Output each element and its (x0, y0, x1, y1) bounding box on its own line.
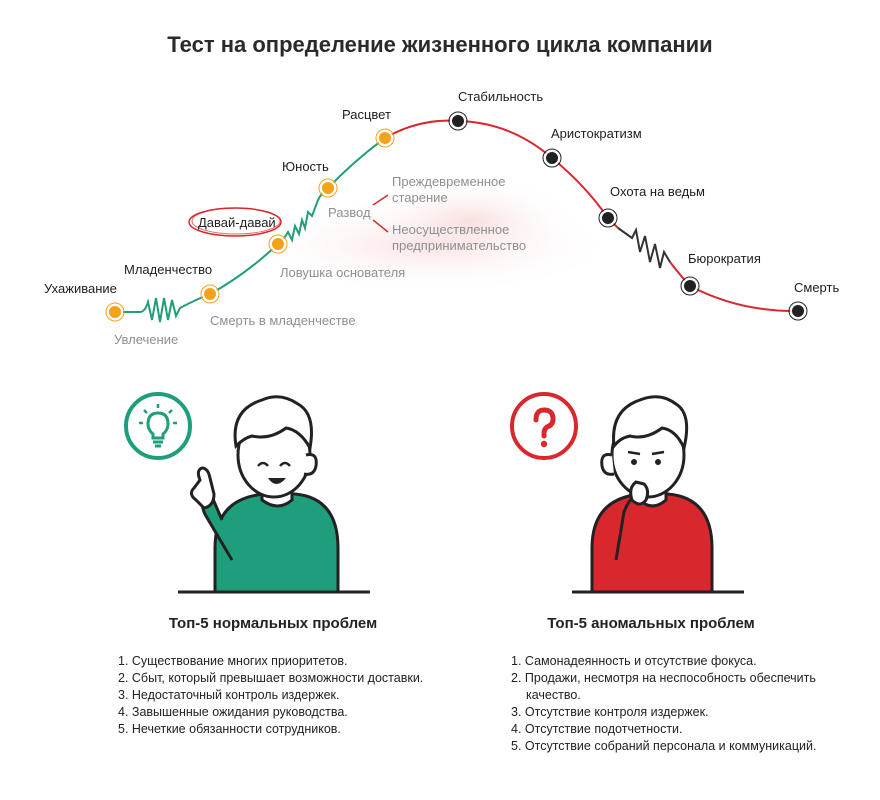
decline-curve (384, 119, 619, 229)
stage-label-prime: Расцвет (342, 107, 391, 122)
list-item: 4. Завышенные ожидания руководства. (118, 705, 348, 719)
stage-label-death: Смерть (794, 280, 839, 295)
trap-label-affair: Увлечение (114, 332, 178, 347)
trap-label-infant-mortality: Смерть в младенчестве (210, 313, 356, 328)
lightbulb-icon (139, 404, 177, 448)
list-item: 5. Отсутствие собраний персонала и комму… (511, 739, 817, 753)
stage-dot-bureaucracy (682, 278, 698, 294)
stage-dots (105, 128, 395, 322)
list-item: 2. Сбыт, который превышает возможности д… (118, 671, 424, 685)
stage-dot-prime (377, 130, 393, 146)
witch-hunt-segment (617, 226, 671, 269)
trap-label-premature-aging: Преждевременное (392, 174, 506, 189)
abnormal-person-figure (572, 395, 744, 594)
stage-dot-infancy (202, 286, 218, 302)
stage-label-infancy: Младенчество (124, 262, 212, 277)
stage-dot-death (790, 303, 806, 319)
stage-label-stability: Стабильность (458, 89, 543, 104)
list-item: 3. Недостаточный контроль издержек. (118, 688, 340, 702)
trap-connector (372, 219, 389, 233)
list-item: 2. Продажи, несмотря на неспособность об… (511, 671, 816, 685)
trap-connector (372, 194, 389, 206)
stage-dots-dark (448, 111, 808, 321)
list-item: 3. Отсутствие контроля издержек. (511, 705, 709, 719)
list-item: 5. Нечеткие обязанности сотрудников. (118, 722, 341, 736)
trap-label-divorce: Развод (328, 205, 371, 220)
lightbulb-badge (124, 392, 192, 460)
abnormal-problems-list: 1. Самонадеянность и отсутствие фокуса. … (511, 653, 816, 755)
growth-curve (115, 243, 279, 323)
normal-person-figure (178, 395, 370, 594)
stage-label-witch-hunt: Охота на ведьм (610, 184, 705, 199)
page-title: Тест на определение жизненного цикла ком… (167, 32, 713, 57)
stage-label-courtship: Ухаживание (44, 281, 117, 296)
list-item: 1. Самонадеянность и отсутствие фокуса. (511, 654, 757, 668)
stage-label-aristocracy: Аристократизм (551, 126, 642, 141)
stage-dot-aristocracy (544, 150, 560, 166)
question-mark-icon (533, 407, 556, 448)
stage-label-bureaucracy: Бюрократия (688, 251, 761, 266)
trap-label-unfulfilled: Неосуществленное (392, 222, 509, 237)
list-item: качество. (526, 688, 581, 702)
question-badge (510, 392, 578, 460)
stage-dot-adolescence (320, 180, 336, 196)
stage-dot-witch-hunt (600, 210, 616, 226)
list-item: 4. Отсутствие подотчетности. (511, 722, 683, 736)
trap-label-founder-trap: Ловушка основателя (280, 265, 405, 280)
trap-label-premature-aging-2: старение (392, 190, 448, 205)
normal-problems-list: 1. Существование многих приоритетов. 2. … (118, 653, 423, 738)
shade-area (360, 175, 580, 265)
stage-dot-go-go (270, 236, 286, 252)
stage-label-adolescence: Юность (282, 159, 329, 174)
stage-dot-stability (450, 113, 466, 129)
list-item: 1. Существование многих приоритетов. (118, 654, 348, 668)
stage-dot-courtship (107, 304, 123, 320)
abnormal-problems-heading: Топ-5 аномальных проблем (547, 615, 755, 632)
trap-label-unfulfilled-2: предпринимательство (392, 238, 526, 253)
go-go-circle (191, 207, 281, 235)
stage-label-go-go: Давай-давай (198, 215, 276, 230)
normal-problems-heading: Топ-5 нормальных проблем (168, 615, 378, 632)
